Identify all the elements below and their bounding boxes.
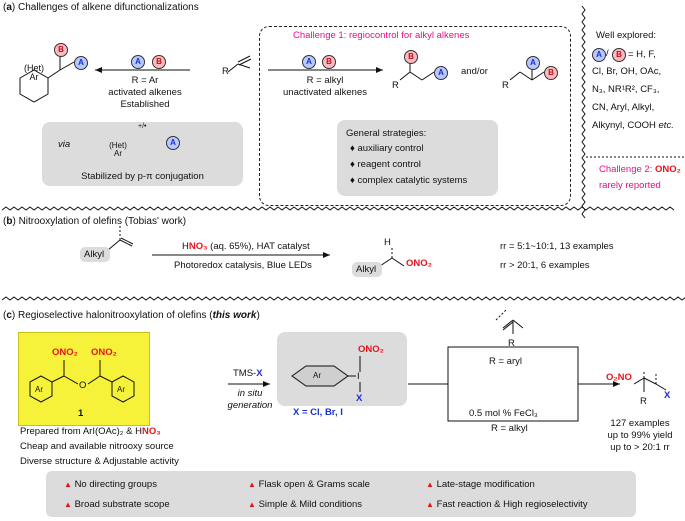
fecl3-label: 0.5 mol % FeCl₃ bbox=[469, 408, 538, 419]
well-explored-title: Well explored: bbox=[596, 30, 657, 41]
aryl-label-left: (Het)Ar bbox=[24, 63, 44, 82]
intermediate-box bbox=[277, 332, 407, 406]
left-arrow-condition: R = Ar activated alkenes Established bbox=[108, 75, 182, 110]
ball-a-icon: A bbox=[434, 66, 448, 80]
alkyl-label: Alkyl bbox=[84, 249, 105, 260]
r-label: R bbox=[508, 338, 515, 349]
cheap-label: Cheap and available nitrooxy source bbox=[20, 441, 174, 452]
alkyl-pill bbox=[80, 247, 110, 262]
x-label: X bbox=[664, 390, 671, 401]
ball-a-icon: A bbox=[74, 56, 88, 70]
halide-label: X = Cl, Br, I bbox=[293, 407, 343, 418]
well-list: CN, Aryl, Alkyl, bbox=[592, 102, 655, 113]
results-block: 127 examples up to 99% yield up to > 20:… bbox=[607, 418, 673, 453]
r-aryl-label: R = aryl bbox=[489, 356, 522, 367]
ar-label: Ar bbox=[35, 385, 43, 394]
alkyl-pill bbox=[352, 262, 382, 277]
ball-a-icon: A bbox=[592, 48, 606, 62]
ar-label: Ar bbox=[117, 385, 125, 394]
feature-item: ▲ Late-stage modification bbox=[426, 479, 535, 490]
x-label: X bbox=[356, 393, 363, 404]
reagent-number: 1 bbox=[78, 408, 84, 419]
challenge1-label: Challenge 1: regiocontrol for alkyl alke… bbox=[293, 30, 470, 41]
conditions-label: Photoredox catalysis, Blue LEDs bbox=[174, 260, 312, 271]
reagent-label: HNO₃ (aq. 65%), HAT catalyst bbox=[182, 241, 310, 252]
ono2-label: ONO₂ bbox=[406, 258, 432, 269]
well-list: N₃, NR¹R², CF₃, bbox=[592, 84, 660, 95]
feature-item: ▲ No directing groups bbox=[64, 479, 157, 490]
via-box bbox=[42, 122, 243, 186]
r-alkyl-label: R = alkyl bbox=[491, 423, 528, 434]
ball-a-icon: A bbox=[166, 136, 180, 150]
right-arrow-condition: R = alkyl unactivated alkenes bbox=[283, 75, 367, 98]
well-list: Alkynyl, COOH etc. bbox=[592, 120, 674, 131]
feature-item: ▲ Flask open & Grams scale bbox=[248, 479, 370, 490]
ono2-label: ONO₂ bbox=[52, 347, 78, 358]
feature-item: ▲ Simple & Mild conditions bbox=[248, 499, 363, 510]
section-c-title: (c) Regioselective halonitrooxylation of… bbox=[3, 310, 260, 321]
strategies-box bbox=[337, 120, 498, 196]
challenge1-box bbox=[259, 26, 571, 206]
o-label: O bbox=[79, 380, 87, 391]
diverse-label: Diverse structure & Adjustable activity bbox=[20, 456, 179, 467]
ball-a-icon: A bbox=[302, 55, 316, 69]
ar-label: Ar bbox=[313, 371, 321, 380]
ono2-label: ONO₂ bbox=[358, 344, 384, 355]
alkyl-label: Alkyl bbox=[356, 264, 377, 275]
ball-b-icon: B bbox=[322, 55, 336, 69]
strategy-item: ♦ complex catalytic systems bbox=[350, 175, 468, 186]
strategy-item: ♦ auxiliary control bbox=[350, 143, 424, 154]
feature-item: ▲ Fast reaction & High regioselectivity bbox=[426, 499, 588, 510]
challenge2-label: Challenge 2: ONO₂ bbox=[599, 164, 681, 175]
well-list: = H, F, bbox=[628, 49, 656, 60]
stabilized-label: Stabilized by p-π conjugation bbox=[81, 171, 204, 182]
rarely-reported: rarely reported bbox=[599, 180, 661, 191]
ball-b-icon: B bbox=[152, 55, 166, 69]
section-a-title: (a) Challenges of alkene difunctionaliza… bbox=[3, 2, 199, 13]
prepared-label: Prepared from ArI(OAc)₂ & HNO₃ bbox=[20, 426, 161, 437]
ono2-label: ONO₂ bbox=[91, 347, 117, 358]
andor-label: and/or bbox=[461, 66, 488, 77]
ball-b-icon: B bbox=[544, 66, 558, 80]
h-label: H bbox=[384, 237, 391, 248]
ball-b-icon: B bbox=[54, 43, 68, 57]
section-b-title: (b) Nitrooxylation of olefins (Tobias' w… bbox=[3, 216, 187, 227]
o2no-label: O₂NO bbox=[606, 372, 632, 383]
r-label: R bbox=[222, 66, 229, 77]
slash-label: / bbox=[606, 48, 609, 59]
aryl-label-via: (Het)Ar bbox=[109, 141, 127, 158]
strategy-item: ♦ reagent control bbox=[350, 159, 421, 170]
result-1: rr = 5:1~10:1, 13 examples bbox=[500, 241, 614, 252]
strategies-title: General strategies: bbox=[346, 128, 427, 139]
r-label: R bbox=[392, 80, 399, 91]
i-label: I bbox=[357, 371, 360, 382]
via-label: via bbox=[58, 139, 71, 150]
tms-label: TMS-X bbox=[233, 368, 263, 379]
ball-a-icon: A bbox=[131, 55, 145, 69]
well-list: Cl, Br, OH, OAc, bbox=[592, 66, 662, 77]
ball-b-icon: B bbox=[612, 48, 626, 62]
result-2: rr > 20:1, 6 examples bbox=[500, 260, 590, 271]
ball-b-icon: B bbox=[404, 50, 418, 64]
feature-item: ▲ Broad substrate scope bbox=[64, 499, 170, 510]
r-label: R bbox=[502, 80, 509, 91]
features-box bbox=[46, 471, 636, 517]
ball-a-icon: A bbox=[526, 56, 540, 70]
radical-mark: +/• bbox=[138, 123, 147, 130]
r-label: R bbox=[640, 396, 647, 407]
